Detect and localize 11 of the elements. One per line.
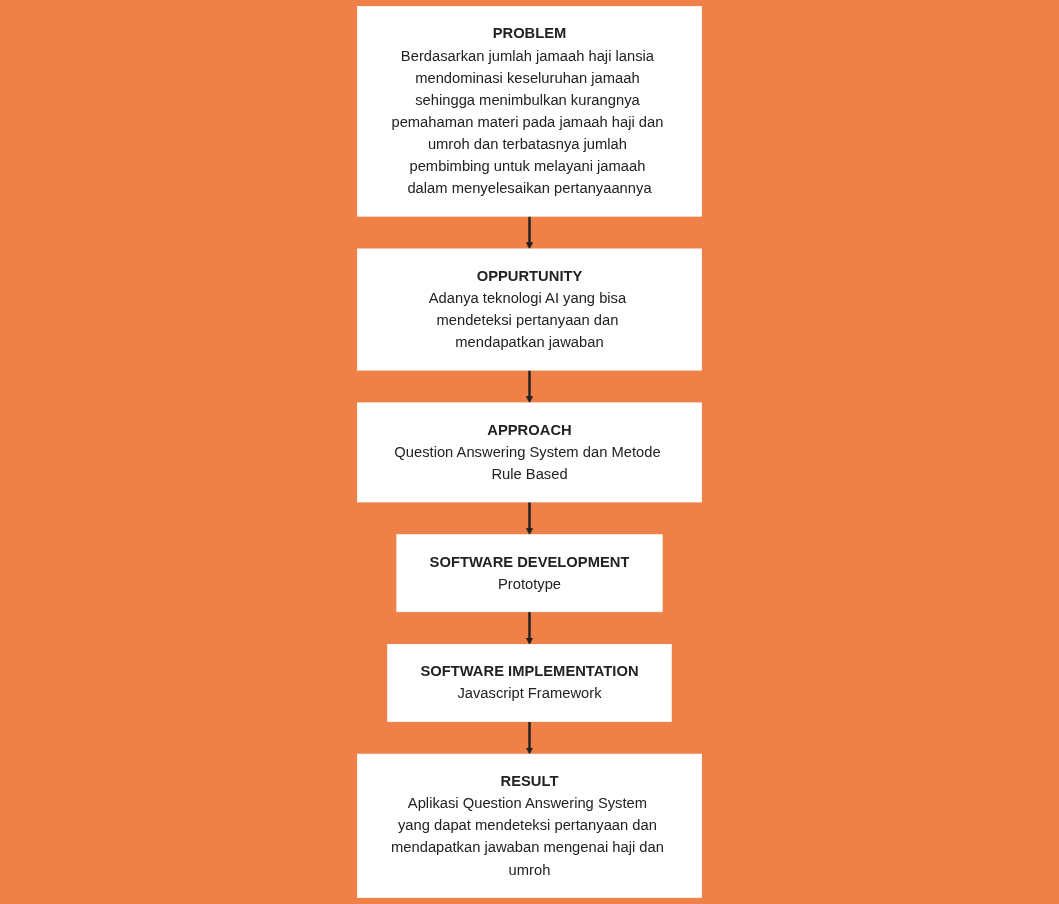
node-box: SOFTWARE DEVELOPMENT Prototype [396,534,663,613]
node-box: PROBLEM Berdasarkan jumlah jamaah haji lansia mendominasi keseluruhan jamaah sehingga menimbulkan kurangnya pemahaman materi pada jamaah haji dan umroh dan terbatasnya jumlah pembimbing untuk melayani jamaah dalam menyelesaikan pertanyaannya [357,6,702,217]
arrow [525,216,534,250]
node-box: APPROACH Question Answering System dan Metode Rule Based [357,402,702,503]
arrow [525,501,534,536]
node-box: RESULT Aplikasi Question Answering System yang dapat mendeteksi pertanyaan dan mendapatkan jawaban mengenai haji dan umroh [357,753,702,898]
node-box: OPPURTUNITY Adanya teknologi AI yang bisa mendeteksi pertanyaan dan mendapatkan jawaban [357,248,702,371]
arrow [525,370,534,404]
arrow [525,721,534,755]
arrow [525,611,534,645]
node-box: SOFTWARE IMPLEMENTATION Javascript Framework [387,644,672,722]
